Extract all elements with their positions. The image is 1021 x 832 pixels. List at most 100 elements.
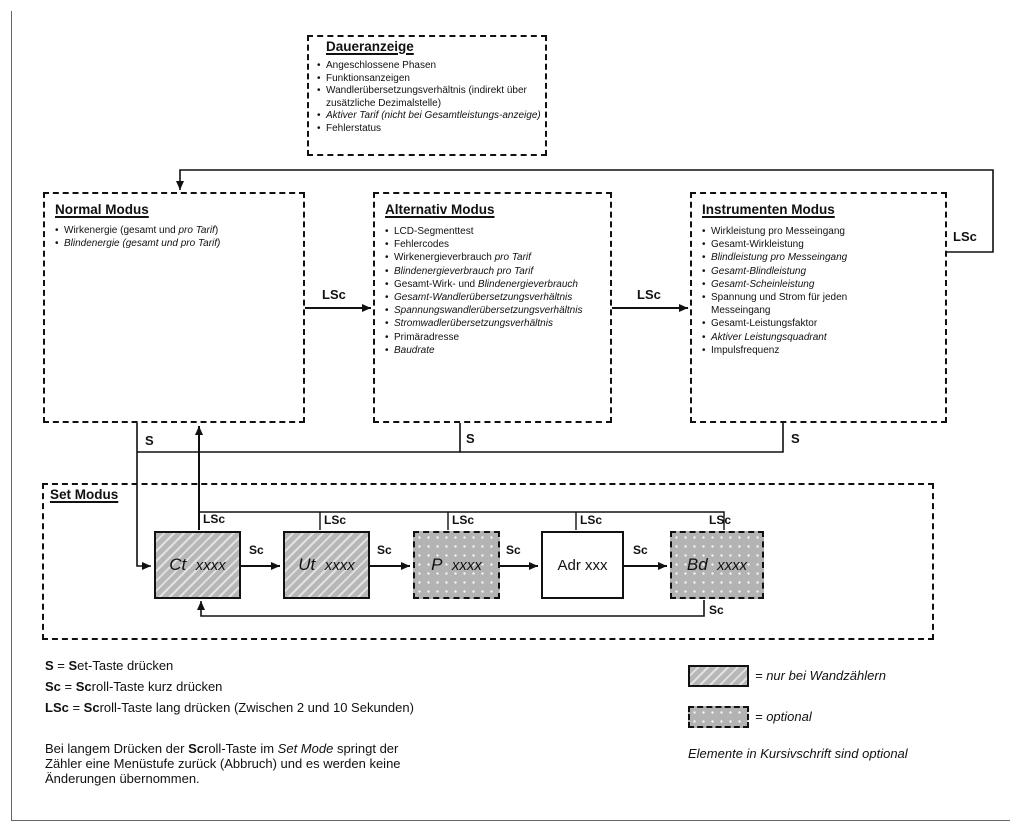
note-italic: Set Mode	[277, 741, 334, 756]
item-text: )	[214, 225, 219, 236]
item-text-italic: pro Tarif	[178, 225, 215, 236]
lsc-label: LSc	[709, 513, 732, 527]
list-item: Gesamt-Blindleistung	[702, 265, 892, 278]
note-bold: Sc	[188, 741, 204, 756]
legend-lsc: LSc = Scroll-Taste lang drücken (Zwische…	[45, 700, 414, 715]
list-item: Wirkenergieverbrauch pro Tarif	[385, 251, 615, 264]
normal-modus-list: Wirkenergie (gesamt und pro Tarif) Blind…	[55, 225, 301, 250]
ct-box: Ct xxxx	[154, 531, 241, 599]
sc-label: Sc	[506, 543, 521, 557]
legend-sc: Sc = Scroll-Taste kurz drücken	[45, 679, 222, 694]
list-item: Gesamt-Scheinleistung	[702, 278, 892, 291]
list-item: Aktiver Tarif (nicht bei Gesamtleistungs…	[317, 110, 543, 123]
legend-desc: et-Taste drücken	[77, 658, 174, 673]
list-item: Blindenergie (gesamt und pro Tarif)	[55, 238, 301, 251]
s-label: S	[466, 431, 475, 446]
note-text: roll-Taste im	[203, 741, 278, 756]
box-name: Ut	[298, 555, 316, 574]
alternativ-modus-list: LCD-Segmenttest Fehlercodes Wirkenergiev…	[385, 225, 615, 357]
list-item: Fehlercodes	[385, 238, 615, 251]
list-item: Angeschlossene Phasen	[317, 60, 543, 73]
list-item: Gesamt-Wirkleistung	[702, 238, 892, 251]
box-value: xxxx	[451, 556, 482, 574]
legend-bold: S	[68, 658, 78, 673]
note-paragraph: Bei langem Drücken der Scroll-Taste im S…	[45, 741, 405, 786]
list-item: Blindleistung pro Messeingang	[702, 251, 892, 264]
lsc-label: LSc	[203, 512, 226, 526]
item-text-italic: Blindenergieverbrauch	[477, 278, 578, 290]
adr-box: Adr xxx	[541, 531, 624, 599]
legend-eq: =	[68, 700, 84, 715]
legend-hatch-swatch	[688, 665, 749, 687]
p-box: P xxxx	[413, 531, 500, 599]
list-item: Wandlerübersetzungsverhältnis (indirekt …	[317, 85, 543, 110]
normal-modus-title: Normal Modus	[55, 202, 149, 217]
item-text-italic: pro Tarif	[494, 252, 531, 264]
list-item: LCD-Segmenttest	[385, 225, 615, 238]
legend-bold: Sc	[83, 700, 100, 715]
list-item: Impulsfrequenz	[702, 344, 892, 357]
lsc-label: LSc	[637, 287, 661, 302]
list-item: Blindenergieverbrauch pro Tarif	[385, 265, 615, 278]
set-modus-title: Set Modus	[50, 487, 119, 502]
ut-box: Ut xxxx	[283, 531, 370, 599]
item-text: Wirkenergieverbrauch	[394, 252, 495, 264]
list-item: Gesamt-Leistungsfaktor	[702, 317, 892, 330]
sc-label: Sc	[633, 543, 648, 557]
legend-key: Sc	[45, 679, 61, 694]
box-value: xxxx	[717, 556, 748, 574]
legend-desc: roll-Taste kurz drücken	[91, 679, 223, 694]
daueranzeige-box: Daueranzeige Angeschlossene Phasen Funkt…	[307, 35, 547, 156]
daueranzeige-title: Daueranzeige	[326, 39, 414, 54]
set-modus-box: Set Modus	[42, 483, 934, 640]
instrumenten-modus-list: Wirkleistung pro Messeingang Gesamt-Wirk…	[702, 225, 892, 357]
item-text: Gesamt-Wirk- und	[394, 278, 478, 290]
box-name: Adr xxx	[557, 556, 608, 574]
instrumenten-modus-title: Instrumenten Modus	[702, 202, 835, 217]
list-item: Aktiver Leistungsquadrant	[702, 331, 892, 344]
box-value: xxxx	[195, 556, 226, 574]
lsc-label: LSc	[324, 513, 347, 527]
alternativ-modus-title: Alternativ Modus	[385, 202, 495, 217]
list-item: Primäradresse	[385, 331, 615, 344]
note-text: springt der Zähler eine Menüstufe zurück…	[45, 741, 401, 786]
list-item: Baudrate	[385, 344, 615, 357]
bd-box: Bd xxxx	[670, 531, 764, 599]
legend-desc: roll-Taste lang drücken (Zwischen 2 und …	[99, 700, 414, 715]
legend-eq: =	[60, 679, 76, 694]
sc-label: Sc	[377, 543, 392, 557]
s-line	[136, 423, 151, 570]
list-item: Spannungswandlerübersetzungsverhältnis	[385, 304, 615, 317]
box-name: Ct	[169, 555, 187, 574]
legend-key: S	[45, 658, 54, 673]
page-frame	[11, 11, 1010, 821]
sc-return-line	[197, 600, 705, 617]
box-value: xxxx	[324, 556, 355, 574]
s-label: S	[791, 431, 800, 446]
sc-label: Sc	[709, 603, 724, 617]
instrumenten-modus-box: Instrumenten Modus Wirkleistung pro Mess…	[690, 192, 947, 423]
list-item: Stromwadlerübersetzungsverhältnis	[385, 317, 615, 330]
list-item: Spannung und Strom für jeden Messeingang	[702, 291, 892, 317]
legend-dots-text: = optional	[755, 709, 812, 724]
normal-modus-box: Normal Modus Wirkenergie (gesamt und pro…	[43, 192, 305, 423]
note-text: Bei langem Drücken der	[45, 741, 189, 756]
s-label: S	[145, 433, 154, 448]
italic-note: Elemente in Kursivschrift sind optional	[688, 746, 908, 761]
box-name: P	[431, 555, 443, 574]
list-item: Wirkenergie (gesamt und pro Tarif)	[55, 225, 301, 238]
legend-s: S = Set-Taste drücken	[45, 658, 173, 673]
sc-label: Sc	[249, 543, 264, 557]
alternativ-modus-box: Alternativ Modus LCD-Segmenttest Fehlerc…	[373, 192, 612, 423]
lsc-label: LSc	[452, 513, 475, 527]
lsc-label: LSc	[953, 229, 977, 244]
list-item: Gesamt-Wandlerübersetzungsverhältnis	[385, 291, 615, 304]
box-name: Bd	[686, 555, 708, 574]
list-item: Gesamt-Wirk- und Blindenergieverbrauch	[385, 278, 615, 291]
legend-eq: =	[53, 658, 69, 673]
lsc-return-line	[176, 169, 994, 253]
legend-key: LSc	[45, 700, 69, 715]
list-item: Fehlerstatus	[317, 123, 543, 136]
lsc-label: LSc	[580, 513, 603, 527]
